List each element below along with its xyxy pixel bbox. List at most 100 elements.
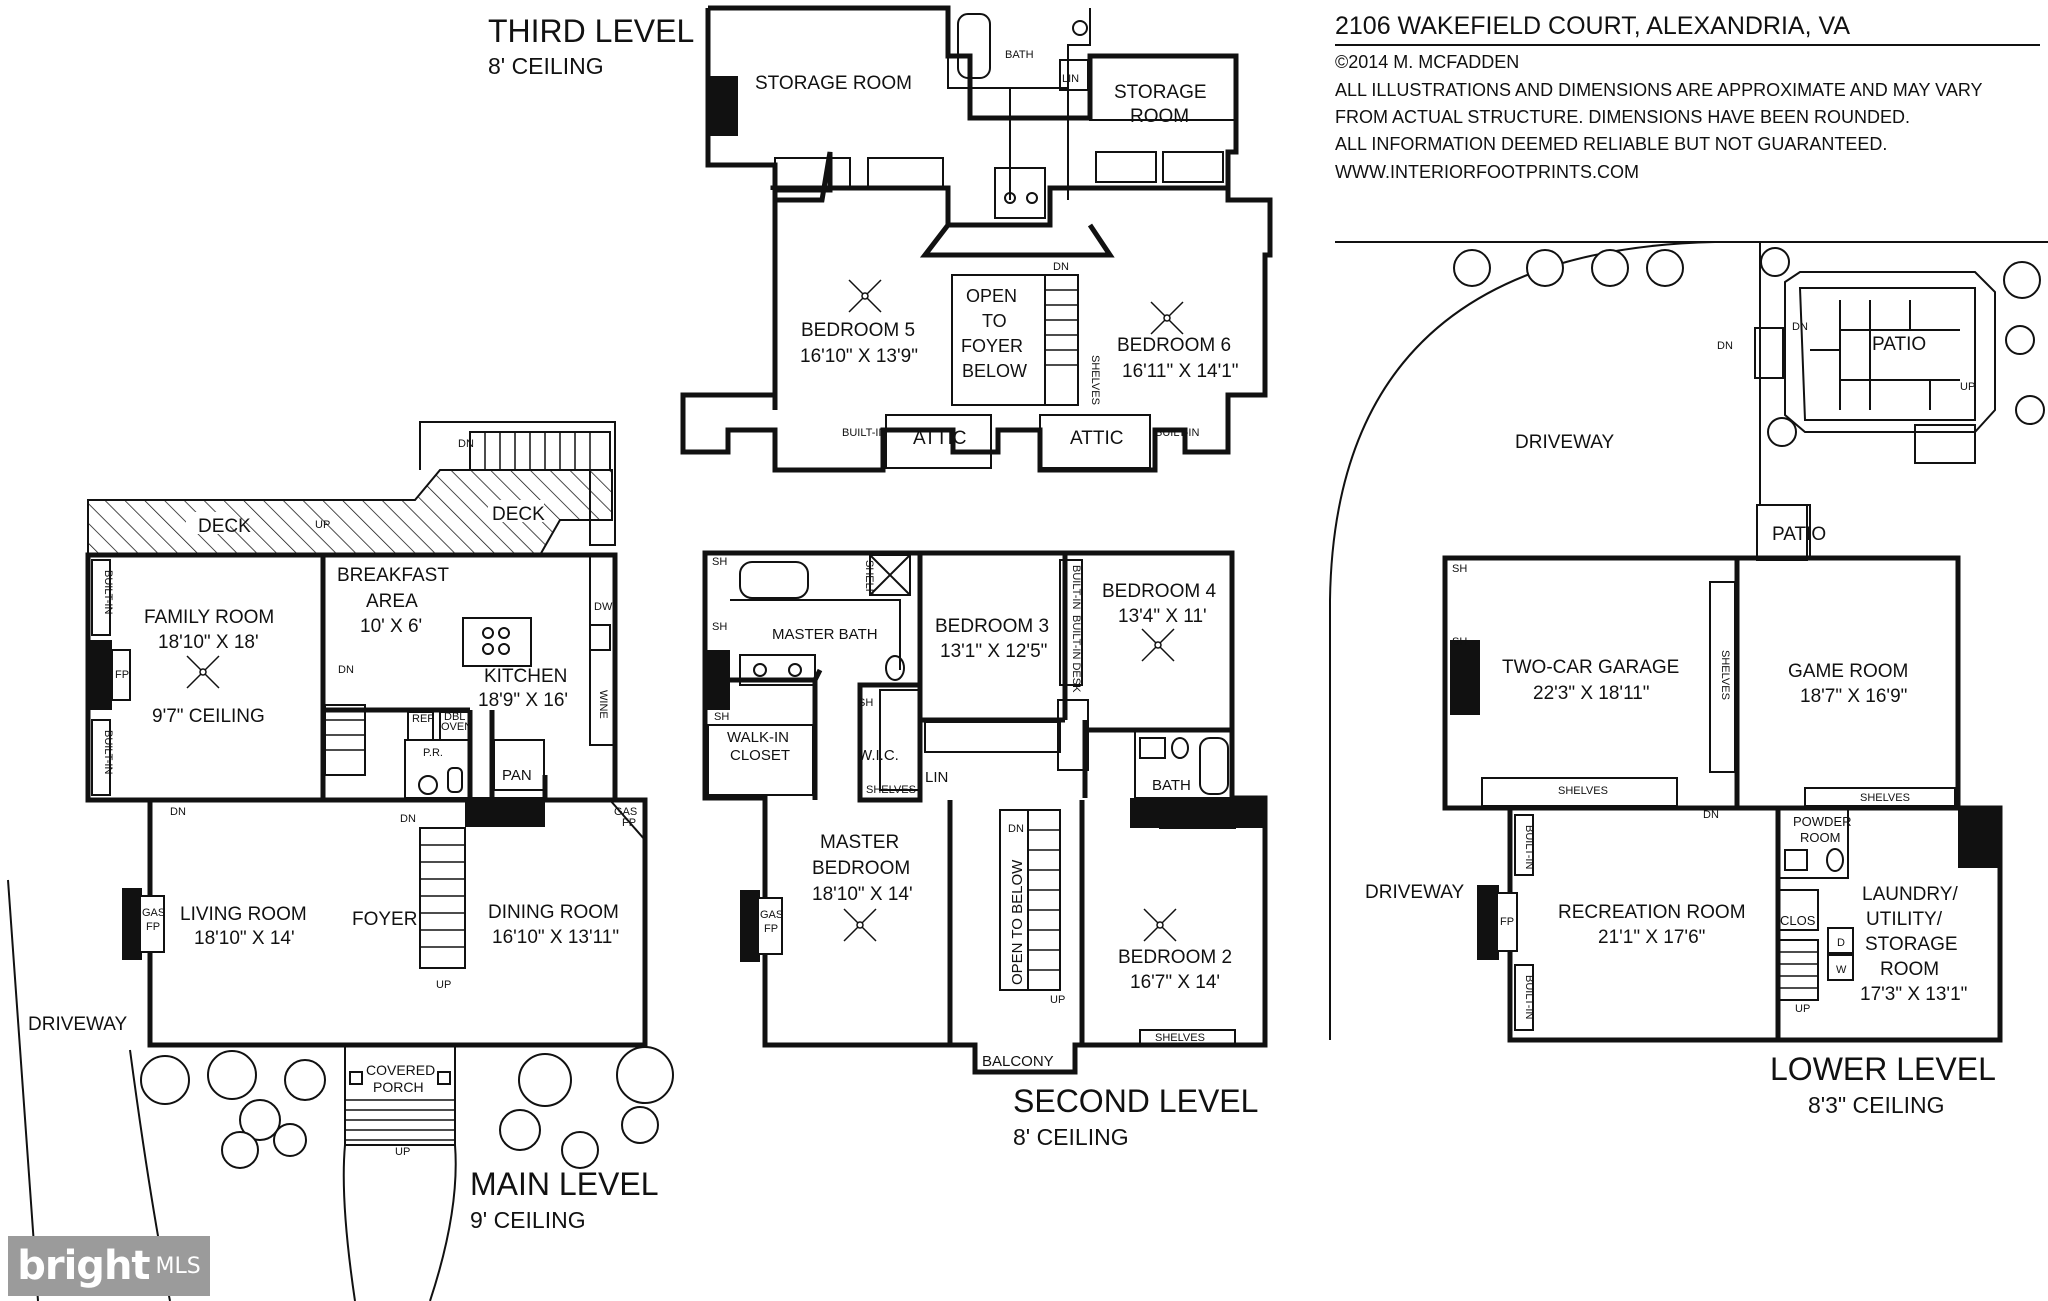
disclaimer-line-3: ALL INFORMATION DEEMED RELIABLE BUT NOT … [1335, 134, 1887, 154]
master-chimney-icon [705, 650, 730, 710]
breakfast-area-dimensions: 10' X 6' [360, 616, 422, 637]
lower-patio-label: PATIO [1772, 524, 1826, 545]
main-level-shrubs [140, 1046, 674, 1169]
powder-room-label-1: POWDER [1793, 814, 1852, 829]
second-up-label: UP [1050, 994, 1065, 1006]
master-fp-label: FP [764, 923, 778, 935]
porch-up-label: UP [395, 1146, 410, 1158]
garage-chimney-icon [1450, 640, 1480, 715]
rec-fireplace-icon [1477, 885, 1499, 960]
dining-fp-label: FP [622, 817, 636, 829]
deck-2-label: DECK [492, 504, 545, 525]
second-builtin-label: BUILT-IN [1070, 565, 1082, 609]
attic-2-label: ATTIC [1070, 428, 1123, 449]
family-room-dimensions: 18'10" X 18' [158, 632, 259, 653]
main-level-title: MAIN LEVEL [470, 1166, 659, 1202]
bathtub-icon [957, 13, 991, 79]
third-level-ceiling: 8' CEILING [488, 53, 604, 79]
second-level-title: SECOND LEVEL [1013, 1083, 1258, 1119]
lower-level-plan: DRIVEWAY DRIVEWAY PATIO DN UP DN PATIO S… [1329, 241, 2048, 1118]
bedroom-2-dimensions: 16'7" X 14' [1130, 972, 1220, 993]
laundry-label-4: ROOM [1880, 959, 1939, 980]
family-room-ceiling: 9'7" CEILING [152, 706, 265, 727]
rec-builtin-2-label: BUILT-IN [1523, 975, 1535, 1019]
deck-dn-label: DN [458, 438, 474, 450]
second-bath-label: BATH [1152, 777, 1191, 794]
second-level-ceiling: 8' CEILING [1013, 1124, 1129, 1150]
master-bedroom-dimensions: 18'10" X 14' [812, 884, 913, 905]
master-bath-label: MASTER BATH [772, 626, 878, 643]
recreation-room-dimensions: 21'1" X 17'6" [1598, 927, 1705, 948]
laundry-dimensions: 17'3" X 13'1" [1860, 984, 1967, 1005]
foyer-up-label: UP [436, 979, 451, 991]
third-level-title: THIRD LEVEL [488, 13, 694, 49]
ref-label: REF [412, 713, 434, 725]
second-lin-label: LIN [925, 769, 948, 786]
lower-level-shrubs [1453, 247, 2045, 447]
family-fp-label: FP [115, 669, 129, 681]
bedroom-2-label: BEDROOM 2 [1118, 947, 1232, 968]
site-dn-label: DN [1717, 340, 1733, 352]
address-title: 2106 WAKEFIELD COURT, ALEXANDRIA, VA [1335, 12, 1850, 40]
lower-level-ceiling: 8'3" CEILING [1808, 1092, 1945, 1118]
master-gas-fireplace-icon [740, 890, 760, 962]
deck-1-label: DECK [198, 516, 251, 537]
third-dn-label: DN [1053, 261, 1069, 273]
second-sh-label-1: SH [712, 556, 727, 568]
chimney-icon [708, 76, 738, 136]
living-room-label: LIVING ROOM [180, 904, 307, 925]
lower-driveway-2-label: DRIVEWAY [1365, 882, 1465, 903]
main-builtin-1-label: BUILT-IN [102, 570, 114, 614]
main-level-ceiling: 9' CEILING [470, 1207, 586, 1233]
bedroom-6-label: BEDROOM 6 [1117, 335, 1231, 356]
wic-label: W.I.C. [858, 747, 899, 764]
bedroom-3-dimensions: 13'1" X 12'5" [940, 641, 1047, 662]
recreation-room-label: RECREATION ROOM [1558, 902, 1746, 923]
toilet-icon [1072, 20, 1088, 36]
deck-up-label: UP [315, 519, 330, 531]
dbl-oven-label-2: OVEN [441, 721, 472, 733]
header-block: 2106 WAKEFIELD COURT, ALEXANDRIA, VA ©20… [1335, 12, 2040, 182]
garage-shelves-label: SHELVES [1558, 785, 1608, 797]
rec-fp-label: FP [1500, 916, 1514, 928]
second-sh-label-4: SH [858, 697, 873, 709]
covered-porch-label-2: PORCH [373, 1079, 424, 1095]
open-to-foyer-line-1: OPEN [966, 286, 1017, 306]
main-level-plan: DECK DECK UP DN DW WINE REF DBL OVEN P.R… [7, 421, 674, 1301]
bedroom-2-chimney-icon [1130, 798, 1265, 828]
living-room-dimensions: 18'10" X 14' [194, 928, 295, 949]
breakfast-area-label-1: BREAKFAST [337, 565, 449, 586]
laundry-label-3: STORAGE [1865, 934, 1958, 955]
open-to-foyer-line-2: TO [982, 311, 1007, 331]
pan-label: PAN [502, 767, 532, 784]
dbl-oven-label-1: DBL [444, 711, 465, 723]
balcony-label: BALCONY [982, 1053, 1054, 1070]
foyer-label: FOYER [352, 909, 417, 930]
second-level-plan: SHELF MASTER BATH SH SH SH SH WALK-IN CL… [702, 550, 1268, 1150]
family-room-label: FAMILY ROOM [144, 607, 274, 628]
bedroom-3-label: BEDROOM 3 [935, 616, 1049, 637]
patio-dn-label: DN [1792, 321, 1808, 333]
master-bedroom-label-2: BEDROOM [812, 858, 910, 879]
clos-label: CLOS [1780, 913, 1816, 928]
second-shelf-label: SHELF [863, 560, 875, 596]
garage-label: TWO-CAR GARAGE [1502, 657, 1679, 678]
storage-room-2-label-line-1: STORAGE [1114, 82, 1207, 103]
game-room-dimensions: 18'7" X 16'9" [1800, 686, 1907, 707]
game-shelves-label: SHELVES [1860, 792, 1910, 804]
upper-patio-label: PATIO [1872, 334, 1926, 355]
open-to-below-label: OPEN TO BELOW [1009, 859, 1026, 985]
disclaimer-line-2: FROM ACTUAL STRUCTURE. DIMENSIONS HAVE B… [1335, 107, 1910, 127]
lower-driveway-1-label: DRIVEWAY [1515, 432, 1615, 453]
lower-up-label: UP [1795, 1003, 1810, 1015]
kitchen-label: KITCHEN [484, 666, 567, 687]
third-lin-label: LIN [1062, 73, 1079, 85]
laundry-label-1: LAUNDRY/ [1862, 884, 1958, 905]
second-dn-label: DN [1008, 823, 1024, 835]
rec-builtin-1-label: BUILT-IN [1523, 825, 1535, 869]
disclaimer-line-1: ALL ILLUSTRATIONS AND DIMENSIONS ARE APP… [1335, 80, 1983, 100]
master-bedroom-label-1: MASTER [820, 832, 899, 853]
dryer-label: D [1837, 937, 1845, 949]
dining-room-dimensions: 16'10" X 13'11" [492, 927, 619, 948]
